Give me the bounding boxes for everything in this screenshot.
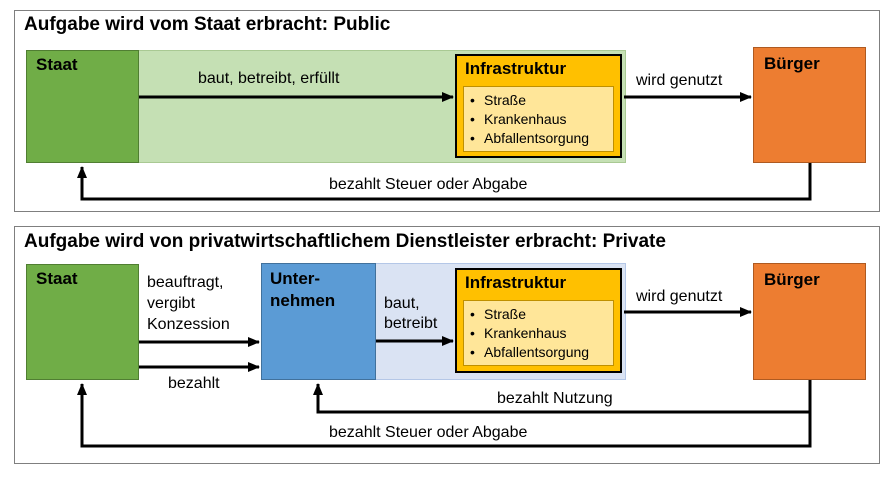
private-staat-box: Staat — [26, 264, 139, 380]
private-infra-item-waste: Abfallentsorgung — [470, 343, 607, 362]
private-infrastructure-list: Straße Krankenhaus Abfallentsorgung — [463, 300, 614, 366]
public-pay-label: bezahlt Steuer oder Abgabe — [329, 176, 528, 193]
private-pay-usage-arrow — [313, 380, 812, 414]
private-infra-item-hospital: Krankenhaus — [470, 324, 607, 343]
private-commission-line-3: Konzession — [147, 316, 230, 333]
private-company-box: Unter- nehmen — [261, 263, 376, 380]
private-company-line-1: Unter- — [270, 269, 321, 288]
public-infra-item-waste: Abfallentsorgung — [470, 129, 607, 148]
public-infra-item-hospital: Krankenhaus — [470, 110, 607, 129]
private-pay-tax-arrow — [77, 383, 812, 448]
private-build-line-1: baut, — [384, 295, 420, 312]
public-infrastructure-list: Straße Krankenhaus Abfallentsorgung — [463, 86, 614, 152]
private-build-line-2: betreibt — [384, 315, 438, 332]
public-staat-label: Staat — [36, 55, 78, 74]
public-infra-item-road: Straße — [470, 91, 607, 110]
private-commission-label: beauftragt, vergibt Konzession — [147, 272, 230, 335]
private-build-label: baut, betreibt — [384, 294, 437, 334]
public-use-label: wird genutzt — [636, 72, 723, 89]
private-commission-line-2: vergibt — [147, 295, 196, 312]
public-panel-title: Aufgabe wird vom Staat erbracht: Public — [24, 14, 391, 35]
private-use-label: wird genutzt — [636, 288, 723, 305]
public-buerger-label: Bürger — [764, 54, 820, 73]
public-staat-box: Staat — [26, 50, 139, 163]
private-commission-line-1: beauftragt, — [147, 274, 224, 291]
public-infrastructure-title: Infrastruktur — [465, 59, 567, 78]
private-buerger-box: Bürger — [753, 263, 866, 380]
public-infrastructure-box: Infrastruktur Straße Krankenhaus Abfalle… — [455, 54, 622, 158]
public-build-label: baut, betreibt, erfüllt — [198, 70, 340, 87]
private-buerger-label: Bürger — [764, 270, 820, 289]
private-infrastructure-title: Infrastruktur — [465, 273, 567, 292]
private-infra-item-road: Straße — [470, 305, 607, 324]
private-company-label: Unter- nehmen — [270, 268, 335, 312]
private-pay-tax-label: bezahlt Steuer oder Abgabe — [329, 424, 528, 441]
public-buerger-box: Bürger — [753, 47, 866, 163]
private-company-line-2: nehmen — [270, 291, 336, 310]
private-infrastructure-box: Infrastruktur Straße Krankenhaus Abfalle… — [455, 268, 622, 373]
private-panel-title: Aufgabe wird von privatwirtschaftlichem … — [24, 231, 666, 252]
private-staat-label: Staat — [36, 269, 78, 288]
private-paid-label: bezahlt — [168, 375, 220, 392]
private-pay-usage-label: bezahlt Nutzung — [497, 390, 613, 407]
public-pay-arrow — [77, 163, 812, 201]
